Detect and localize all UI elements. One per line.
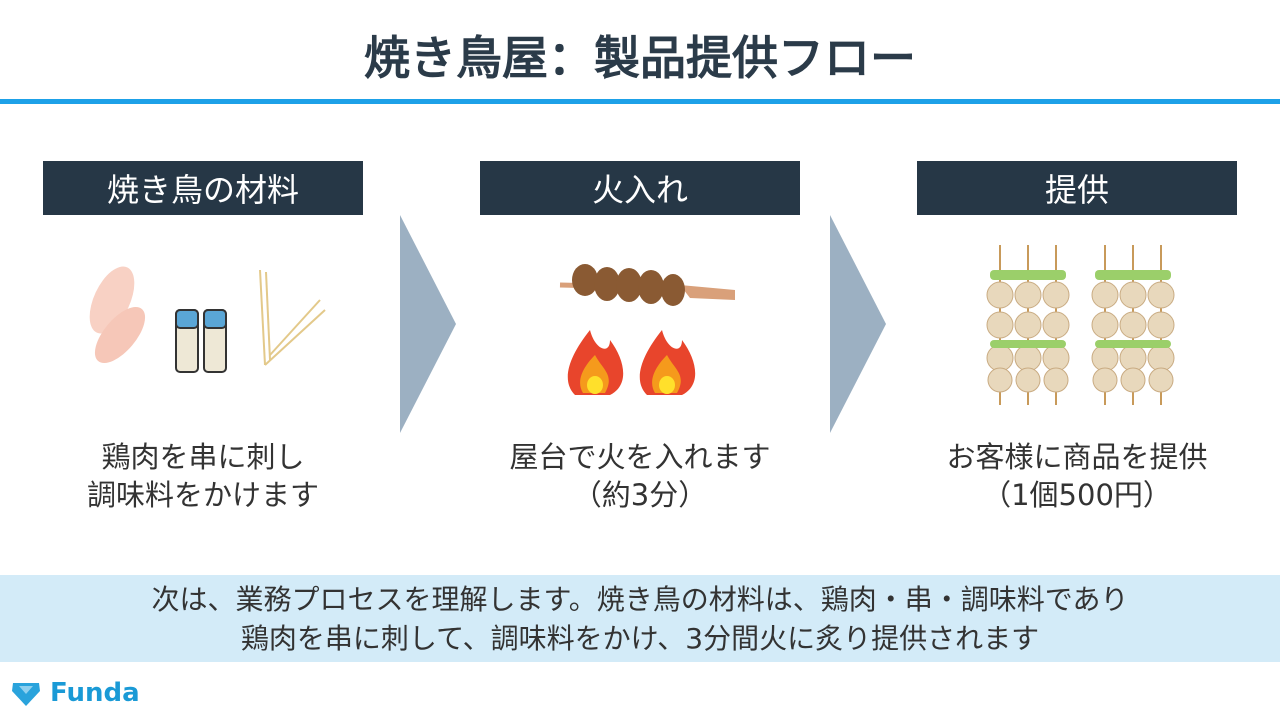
desc-line: 屋台で火を入れます <box>509 440 771 474</box>
desc-line: 調味料をかけます <box>86 478 319 512</box>
step-header-serving: 提供 <box>917 161 1237 215</box>
desc-line: （1個500円） <box>982 478 1172 512</box>
summary-line: 次は、業務プロセスを理解します。焼き鳥の材料は、鶏肉・串・調味料であり <box>151 583 1129 616</box>
step-description-grilling: 屋台で火を入れます （約3分） <box>440 438 840 514</box>
summary-line: 鶏肉を串に刺して、調味料をかけ、3分間火に炙り提供されます <box>240 622 1040 655</box>
step-description-serving: お客様に商品を提供 （1個500円） <box>877 438 1277 514</box>
step-description-ingredients: 鶏肉を串に刺し調味料をかけます <box>3 438 403 514</box>
summary-band: 次は、業務プロセスを理解します。焼き鳥の材料は、鶏肉・串・調味料であり 鶏肉を串… <box>0 575 1280 662</box>
page-title: 焼き鳥屋：製品提供フロー <box>364 31 916 85</box>
desc-line: （約3分） <box>572 478 708 512</box>
logo-text: Funda <box>50 678 140 708</box>
title-divider <box>0 99 1280 104</box>
ingredients-illustration-icon <box>89 266 326 373</box>
yakitori-skewers-illustration-icon <box>986 245 1175 405</box>
desc-line: 鶏肉を串に刺し <box>101 440 305 474</box>
flow-arrow-icon <box>830 215 886 433</box>
step-header-grilling: 火入れ <box>480 161 800 215</box>
diamond-logo-icon <box>12 683 40 706</box>
step-header-ingredients: 焼き鳥の材料 <box>43 161 363 215</box>
flow-arrow-icon <box>400 215 456 433</box>
grilling-illustration-icon <box>559 264 735 395</box>
funda-logo: Funda <box>10 678 140 708</box>
desc-line: お客様に商品を提供 <box>946 440 1208 474</box>
